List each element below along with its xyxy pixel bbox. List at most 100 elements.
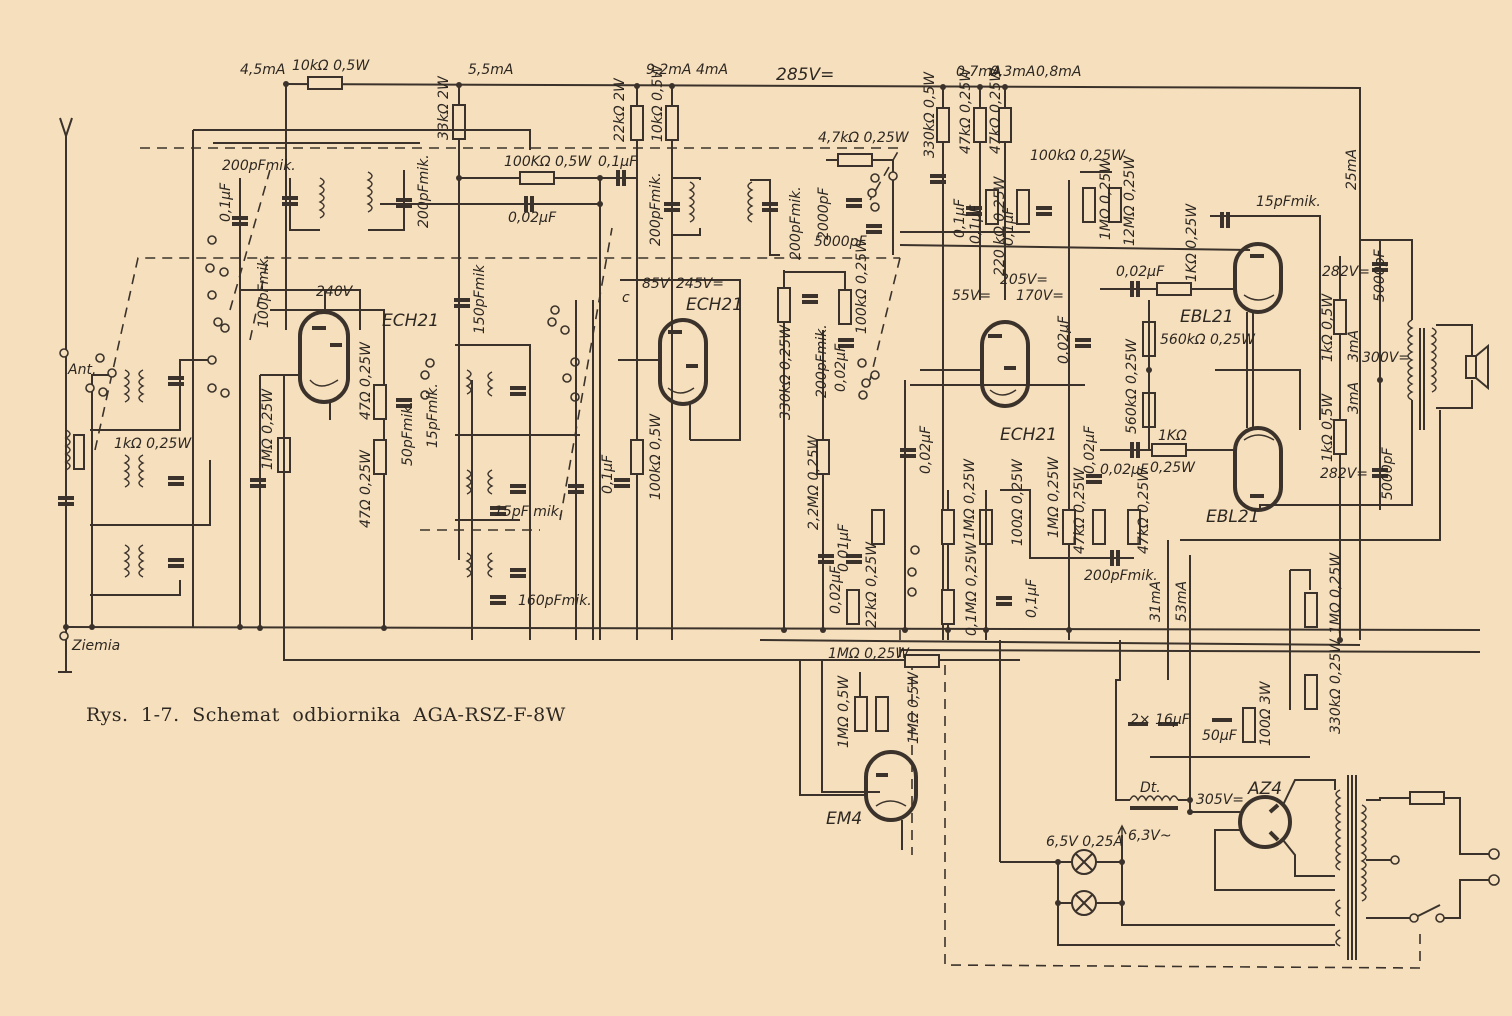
label-0-8mA: 0,8mA	[1036, 64, 1081, 80]
label-205V: 205V=	[1000, 272, 1048, 288]
label-r-100k: 100KΩ 0,5W	[504, 154, 592, 170]
label-c-002-a: 0,02μF	[508, 210, 557, 226]
label-3mA-a: 3mA	[1346, 330, 1362, 362]
label-4-5mA: 4,5mA	[240, 62, 285, 78]
mains-transformer	[1335, 775, 1500, 960]
label-r-330k-025: 330kΩ 0,25W	[778, 324, 794, 420]
agc-network	[380, 170, 636, 640]
label-c-001: 0,01μF	[836, 523, 852, 572]
label-tube-ech21-2: ECH21	[686, 295, 743, 315]
label-c-150mik: 150pFmik	[472, 264, 488, 334]
label-tube-em4: EM4	[826, 809, 862, 829]
power-supply	[999, 640, 1310, 863]
label-6-3V: 6,3V~	[1128, 828, 1172, 844]
label-c-50uf: 50μF	[1202, 728, 1238, 744]
label-r-47k: 4,7kΩ 0,25W	[818, 130, 910, 146]
tube-envelope-2	[658, 318, 708, 406]
lower-bus	[759, 540, 1481, 760]
label-r-1m-c: 1MΩ 0,25W	[1046, 456, 1062, 538]
label-c-002-d: 0,02μF	[918, 425, 934, 474]
tube-v3-ech21	[904, 320, 1091, 630]
label-4mA: 4mA	[696, 62, 728, 78]
label-3mA-b: 3mA	[1346, 382, 1362, 414]
antenna-section	[58, 117, 1481, 673]
label-c-160mik: 160pFmik.	[518, 593, 592, 609]
label-r-1m-a: 1MΩ 0,25W	[1098, 158, 1114, 240]
ground-terminal[interactable]	[59, 631, 69, 641]
label-r-1k-a: 1KΩ 0,25W	[1184, 203, 1200, 282]
label-r-100k-025: 100kΩ 0,25W	[1030, 148, 1126, 164]
label-r-1k-b: 1KΩ	[1158, 428, 1187, 444]
label-0-3mA: 0,3mA	[990, 64, 1035, 80]
lamp-icon	[1071, 849, 1097, 875]
tube-v2-ech21	[614, 279, 741, 488]
label-r-2m2: 2,2MΩ 0,25W	[806, 434, 822, 530]
label-r-47-b: 47Ω 0,25W	[358, 449, 374, 528]
label-c-002-f: 0,02μF	[1082, 425, 1098, 474]
label-c-01-a: 0,1μF	[218, 182, 234, 222]
label-r-220k: 220 kΩ 0,25W	[992, 175, 1008, 276]
label-c-01-d: 0,1μF	[968, 204, 984, 244]
tube-v6-em4	[799, 660, 918, 850]
label-245V: 245V=	[676, 276, 724, 292]
label-r-47-a: 47Ω 0,25W	[358, 341, 374, 420]
label-antenna: Ant.	[67, 362, 96, 378]
label-tube-ebl21-2: EBL21	[1206, 507, 1260, 527]
label-c-15pf-mik: 15pF mik.	[494, 504, 563, 520]
antenna-terminal[interactable]	[59, 348, 69, 358]
label-282V-b: 282V=	[1320, 466, 1368, 482]
label-lamp: 6,5V 0,25A	[1046, 834, 1123, 850]
label-c-200mik-f: 200pFmik.	[1084, 568, 1158, 584]
mains-plug-terminal-1[interactable]	[1488, 848, 1500, 860]
if-filters	[455, 300, 594, 640]
label-285V: 285V=	[776, 65, 834, 85]
label-9-2mA: 9,2mA	[646, 62, 691, 78]
label-r-330k-05: 330kΩ 0,5W	[922, 71, 938, 158]
label-c-002-b: 0,02μF	[833, 343, 849, 392]
tube-envelope-4	[1233, 242, 1283, 314]
label-c-2000: 2000pF	[816, 186, 832, 240]
tube-envelope-em4	[864, 750, 918, 822]
label-r-22k-2w: 22kΩ 2W	[612, 77, 628, 142]
label-c-5000-c: 5000pF	[1380, 446, 1396, 500]
resistor-1k-ant	[73, 434, 85, 470]
label-240V: 240V	[316, 284, 354, 300]
label-node-c: c	[622, 290, 630, 306]
label-c-01-f: 0,1μF	[600, 454, 616, 494]
label-r-47k-b: 47kΩ 0,25W	[988, 67, 1004, 154]
label-tube-ech21-3: ECH21	[1000, 425, 1057, 445]
label-r-1m05-a: 1MΩ 0,5W	[836, 675, 852, 748]
tube-v1-ech21	[240, 289, 385, 628]
label-r-1m-b: 1MΩ 0,25W	[962, 458, 978, 540]
label-c-200mik-a: 200pFmik.	[222, 158, 296, 174]
mains-plug-terminal-2[interactable]	[1488, 874, 1500, 886]
volume-potentiometer[interactable]	[871, 509, 885, 545]
if-transformer-2	[664, 177, 780, 256]
v1-grid-circuit	[250, 298, 1020, 661]
label-c-5000-a: 5000pF	[814, 234, 868, 250]
label-tube-az4: AZ4	[1247, 779, 1282, 799]
label-c-200mik-c: 200pFmik.	[648, 172, 664, 246]
band-switch-contacts[interactable]	[85, 235, 580, 402]
dial-lamps	[1057, 824, 1335, 946]
v3-plate-network	[899, 171, 1251, 640]
label-c-002-h: 0,02μF	[1116, 264, 1165, 280]
label-tube-ebl21-1: EBL21	[1180, 307, 1234, 327]
label-c-2x16: 2× 16μF	[1130, 712, 1191, 728]
label-31mA: 31mA	[1148, 581, 1164, 622]
lamp-icon	[1071, 890, 1097, 916]
label-ground: Ziemia	[71, 638, 120, 654]
label-25mA: 25mA	[1344, 149, 1360, 190]
label-c-15mik: 15pFmik.	[1256, 194, 1321, 210]
label-r-330k-025b: 330kΩ 0,25W	[1328, 638, 1344, 734]
label-c-5000-b: 5000pF	[1372, 248, 1388, 302]
label-5-5mA: 5,5mA	[468, 62, 513, 78]
mains-fuse	[1409, 791, 1445, 805]
tube-envelope-3	[980, 320, 1030, 408]
label-300V: 300V=	[1362, 350, 1410, 366]
label-r-47k-c: 47kΩ 0,25W	[1072, 467, 1088, 554]
label-c-01-e: 0,1μF	[1001, 206, 1017, 246]
label-choke: Dt.	[1140, 780, 1161, 796]
power-switch-contact[interactable]	[1409, 913, 1419, 923]
